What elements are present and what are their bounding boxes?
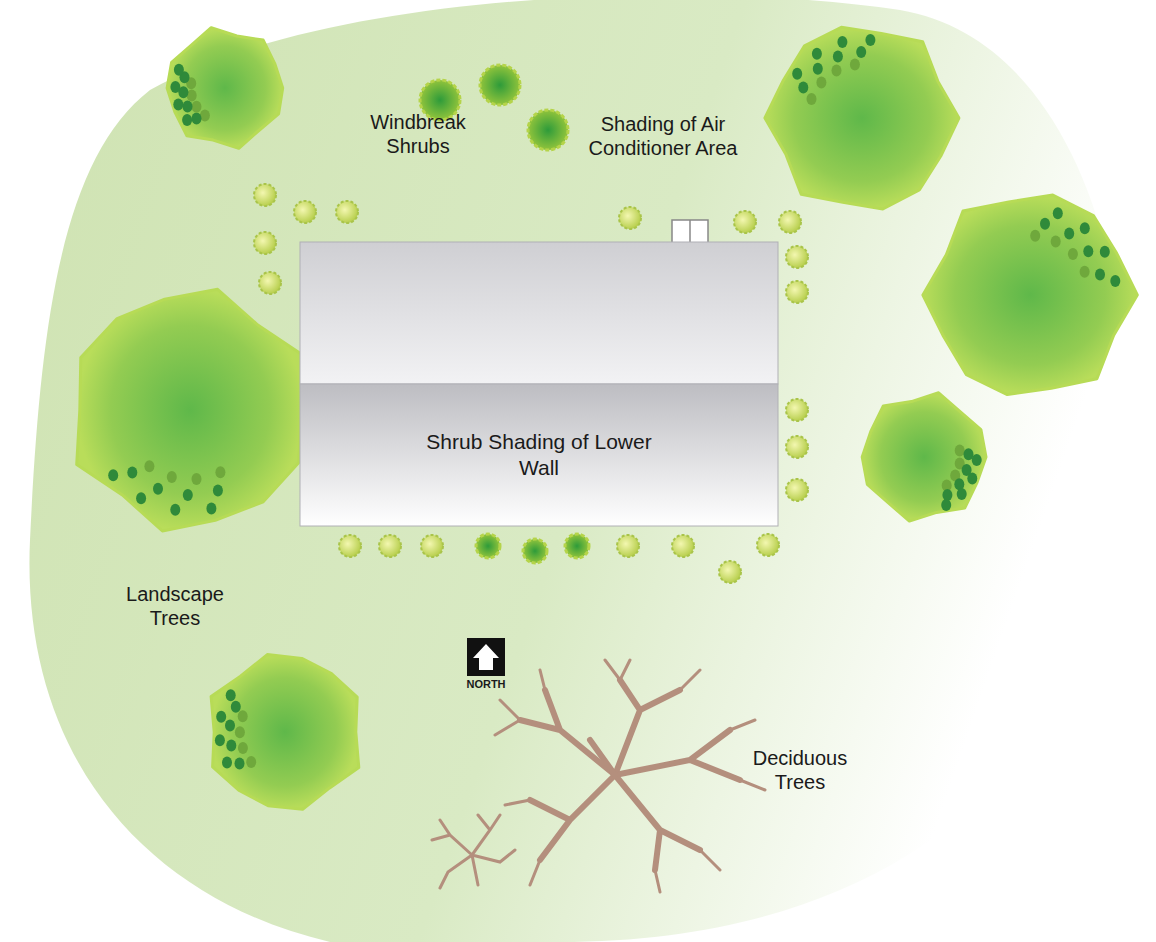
- shrub: [786, 436, 808, 458]
- shrub: [617, 535, 639, 557]
- plant-label: Windbreak Shrubs: [348, 110, 488, 158]
- shrub: [254, 232, 276, 254]
- shrub: [339, 535, 361, 557]
- shrub: [719, 561, 741, 583]
- landscape-tree: [167, 28, 283, 149]
- shrub: [672, 535, 694, 557]
- shrub: [476, 534, 500, 558]
- shrub: [421, 535, 443, 557]
- shrub: [523, 539, 547, 563]
- plant-label: Deciduous Trees: [730, 746, 870, 794]
- house-roof: Shrub Shading of Lower Wall: [300, 384, 778, 526]
- landscape-tree: [923, 195, 1137, 395]
- shrub: [786, 399, 808, 421]
- plant-label: Landscape Trees: [105, 582, 245, 630]
- shrub: [619, 207, 641, 229]
- shrub: [565, 534, 589, 558]
- shrub: [528, 110, 568, 150]
- landscape-tree: [77, 289, 304, 531]
- node-text: Shrub Shading of Lower Wall: [424, 429, 654, 482]
- shrub: [254, 184, 276, 206]
- compass-label: NORTH: [456, 679, 516, 690]
- landscape-tree: [862, 393, 986, 521]
- shrub: [786, 479, 808, 501]
- shrub: [786, 246, 808, 268]
- shrub: [480, 65, 520, 105]
- shrub: [336, 201, 358, 223]
- landscape-tree: [765, 27, 959, 209]
- shrub: [786, 281, 808, 303]
- shrub: [757, 534, 779, 556]
- landscape-tree: [211, 655, 359, 810]
- plant-label: Shading of Air Conditioner Area: [578, 112, 748, 160]
- shrub: [294, 201, 316, 223]
- shrub: [259, 272, 281, 294]
- shrub: [379, 535, 401, 557]
- shrub: [779, 211, 801, 233]
- shrub: [734, 211, 756, 233]
